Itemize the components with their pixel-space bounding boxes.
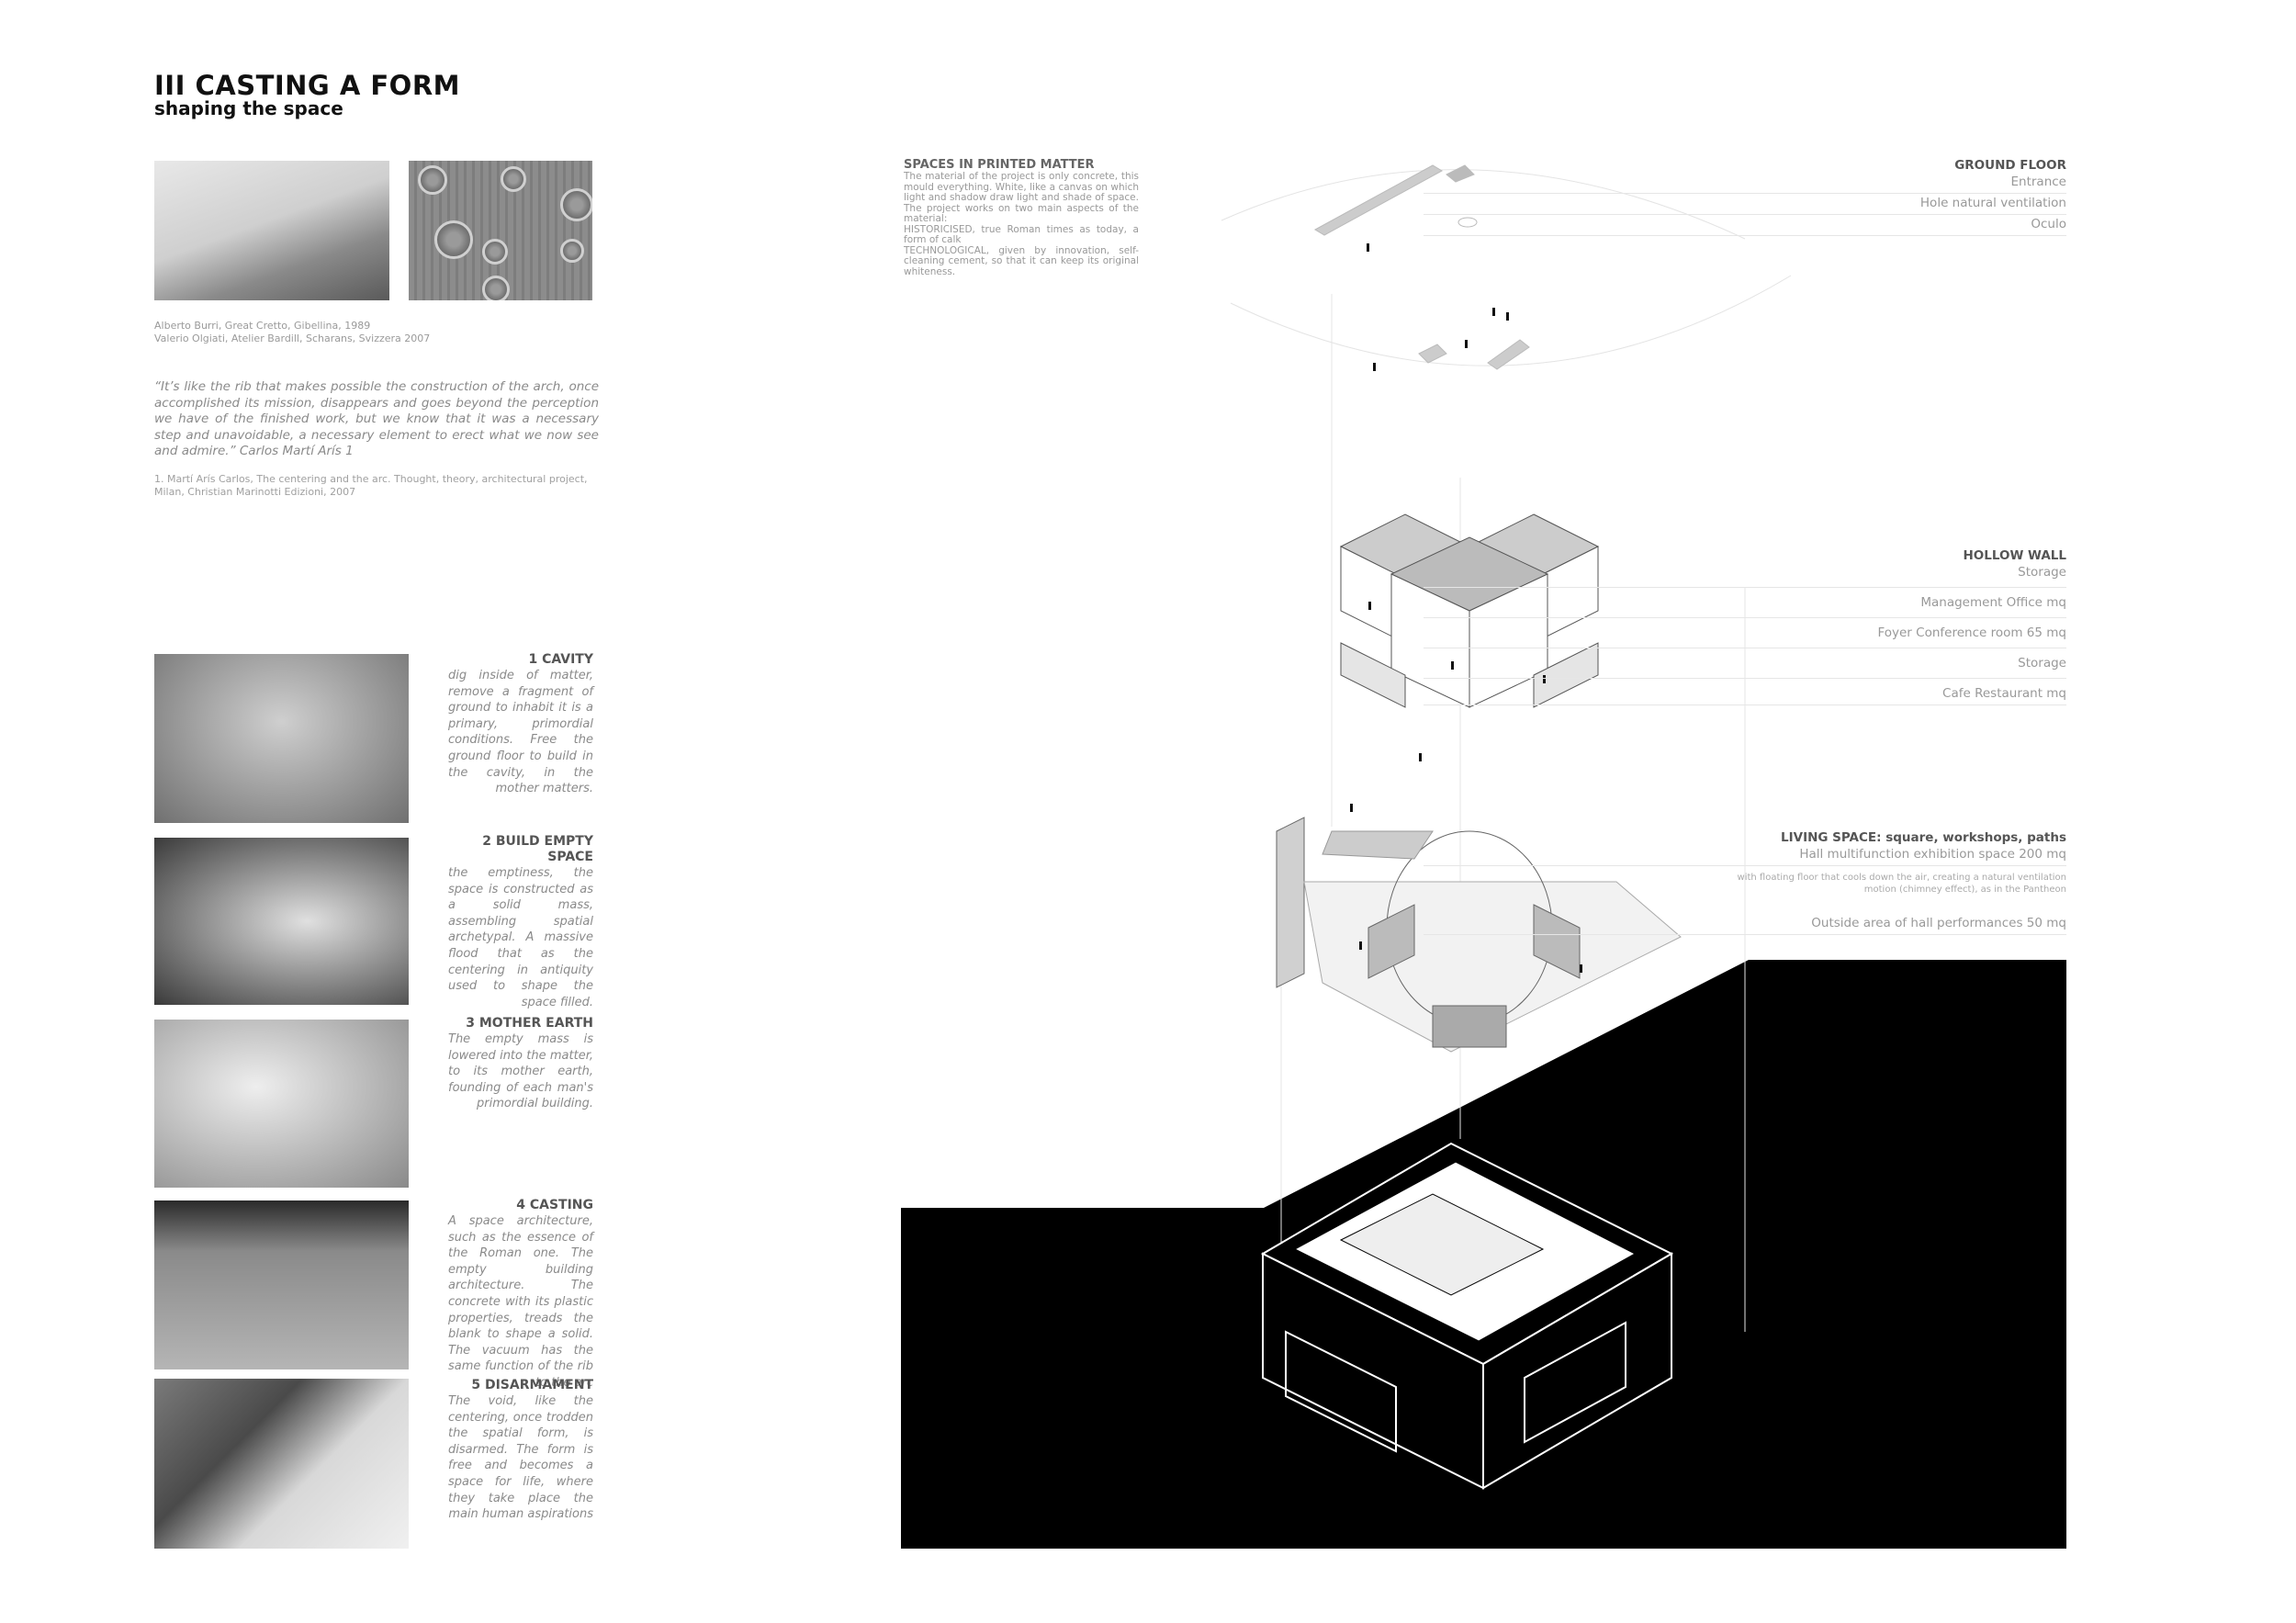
- page-subtitle: shaping the space: [154, 97, 343, 119]
- human-figures: [1350, 243, 1582, 973]
- step-photo-casting: [154, 1200, 409, 1369]
- legend-item: Management Office mq: [1424, 588, 2066, 618]
- legend-title: GROUND FLOOR: [1954, 158, 2066, 173]
- legend-title: LIVING SPACE: square, workshops, paths: [1781, 830, 2066, 845]
- page-title: III CASTING A FORM: [154, 70, 461, 101]
- step-title: 3 MOTHER EARTH: [466, 1016, 593, 1031]
- step-photo-disarmament: [154, 1379, 409, 1549]
- legend-note: with floating floor that cools down the …: [1737, 873, 2066, 895]
- legend-item: Hall multifunction exhibition space 200 …: [1424, 845, 2066, 866]
- step-title: 5 DISARMAMENT: [471, 1378, 593, 1392]
- hollow-wall-drawing: [1339, 513, 1600, 708]
- legend-title: HOLLOW WALL: [1963, 548, 2066, 563]
- step-cavity: 1 CAVITY dig inside of matter, remove a f…: [448, 652, 593, 797]
- photo-caption: Valerio Olgiati, Atelier Bardill, Schara…: [154, 332, 431, 344]
- step-title: 1 CAVITY: [528, 652, 593, 667]
- legend-item: Hole natural ventilation: [1424, 194, 2066, 215]
- legend-item: Oculo: [1424, 215, 2066, 236]
- photo-caption: Alberto Burri, Great Cretto, Gibellina, …: [154, 320, 371, 332]
- step-text: dig inside of matter, remove a fragment …: [448, 669, 593, 796]
- spaces-in-printed-matter: SPACES IN PRINTED MATTER The material of…: [904, 158, 1139, 277]
- step-photo-build-empty-space: [154, 838, 409, 1005]
- step-photo-cavity: [154, 654, 409, 823]
- legend-item: Outside area of hall performances 50 mq: [1424, 914, 2066, 935]
- step-text: A space architecture, such as the essenc…: [448, 1214, 593, 1390]
- casting-block-drawing: [1260, 1142, 1674, 1490]
- legend-item: Foyer Conference room 65 mq: [1424, 618, 2066, 648]
- photo-great-cretto: [154, 161, 389, 300]
- footnote: 1. Martí Arís Carlos, The centering and …: [154, 473, 588, 498]
- legend-item: Storage: [1424, 563, 2066, 588]
- legend-living-space: LIVING SPACE: square, workshops, paths H…: [1424, 830, 2066, 935]
- legend-ground-floor: GROUND FLOOR Entrance Hole natural venti…: [1424, 158, 2066, 236]
- ground-floor-drawing: [1313, 164, 1530, 370]
- living-space-drawing: [1276, 817, 1682, 1053]
- step-casting: 4 CASTING A space architecture, such as t…: [448, 1198, 593, 1392]
- step-text: The void, like the centering, once trodd…: [448, 1394, 593, 1522]
- legend-hollow-wall: HOLLOW WALL Storage Management Office mq…: [1424, 548, 2066, 705]
- legend-item: Cafe Restaurant mq: [1424, 679, 2066, 705]
- spaces-title: SPACES IN PRINTED MATTER: [904, 158, 1095, 172]
- legend-item: Storage: [1424, 648, 2066, 679]
- step-text: the emptiness, the space is constructed …: [448, 866, 593, 1009]
- step-disarmament: 5 DISARMAMENT The void, like the centerin…: [448, 1378, 593, 1523]
- spaces-text: The material of the project is only conc…: [904, 171, 1139, 277]
- step-title: 4 CASTING: [516, 1198, 593, 1212]
- step-photo-mother-earth: [154, 1020, 409, 1188]
- photo-atelier-bardill: [409, 161, 592, 300]
- step-text: The empty mass is lowered into the matte…: [448, 1032, 593, 1111]
- legend-item: Entrance: [1424, 173, 2066, 194]
- quote: “It’s like the rib that makes possible t…: [154, 379, 599, 458]
- step-title: 2 BUILD EMPTY SPACE: [482, 834, 593, 864]
